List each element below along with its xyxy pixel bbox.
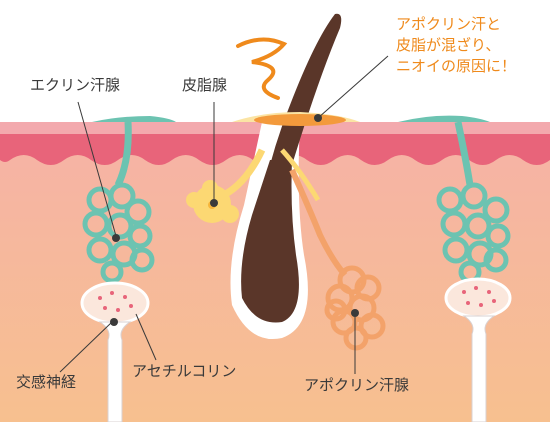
callout-line: 皮脂が混ざり、 xyxy=(396,36,501,54)
label-sympathetic-nerve: 交感神経 xyxy=(16,373,77,391)
label-eccrine-gland: エクリン汗腺 xyxy=(30,76,121,94)
apocrine-gland xyxy=(324,265,386,351)
sebaceous-lobe xyxy=(221,205,239,223)
callout-leader-line xyxy=(317,55,389,119)
label-acetylcholine: アセチルコリン xyxy=(132,362,237,380)
sebaceous-duct-right xyxy=(280,148,321,202)
acetylcholine-dots-right xyxy=(462,286,496,307)
eccrine-gland-right xyxy=(436,182,511,284)
eccrine-duct-left xyxy=(114,121,132,187)
odor-cause-callout: アポクリン汗と 皮脂が混ざり、 ニオイの原因に！ xyxy=(396,14,516,77)
callout-line: アポクリン汗と xyxy=(396,15,502,33)
eccrine-pore-right xyxy=(398,115,490,122)
callout-line: ニオイの原因に！ xyxy=(396,57,517,75)
sympathetic-nerve-right xyxy=(462,315,496,422)
eccrine-duct-right xyxy=(454,121,474,186)
acetylcholine-dots-left xyxy=(98,291,133,312)
hair-shaft xyxy=(270,13,342,166)
label-apocrine-gland: アポクリン汗腺 xyxy=(304,376,410,394)
nerve-ending-right xyxy=(444,277,512,319)
label-sebaceous-gland: 皮脂腺 xyxy=(182,76,228,94)
odor-squiggle xyxy=(236,37,288,100)
odor-ring xyxy=(254,114,346,126)
leader-dots xyxy=(110,114,359,326)
eccrine-pore-left xyxy=(92,116,176,122)
hair-bulb xyxy=(241,160,299,323)
sympathetic-nerve-left xyxy=(98,321,132,422)
sebaceous-lobe xyxy=(186,192,202,208)
leader-lines xyxy=(59,101,356,374)
nerve-ending-left xyxy=(80,281,150,325)
eccrine-gland-left xyxy=(82,182,155,284)
apocrine-duct xyxy=(289,168,348,277)
sebaceous-lobe xyxy=(202,180,218,196)
